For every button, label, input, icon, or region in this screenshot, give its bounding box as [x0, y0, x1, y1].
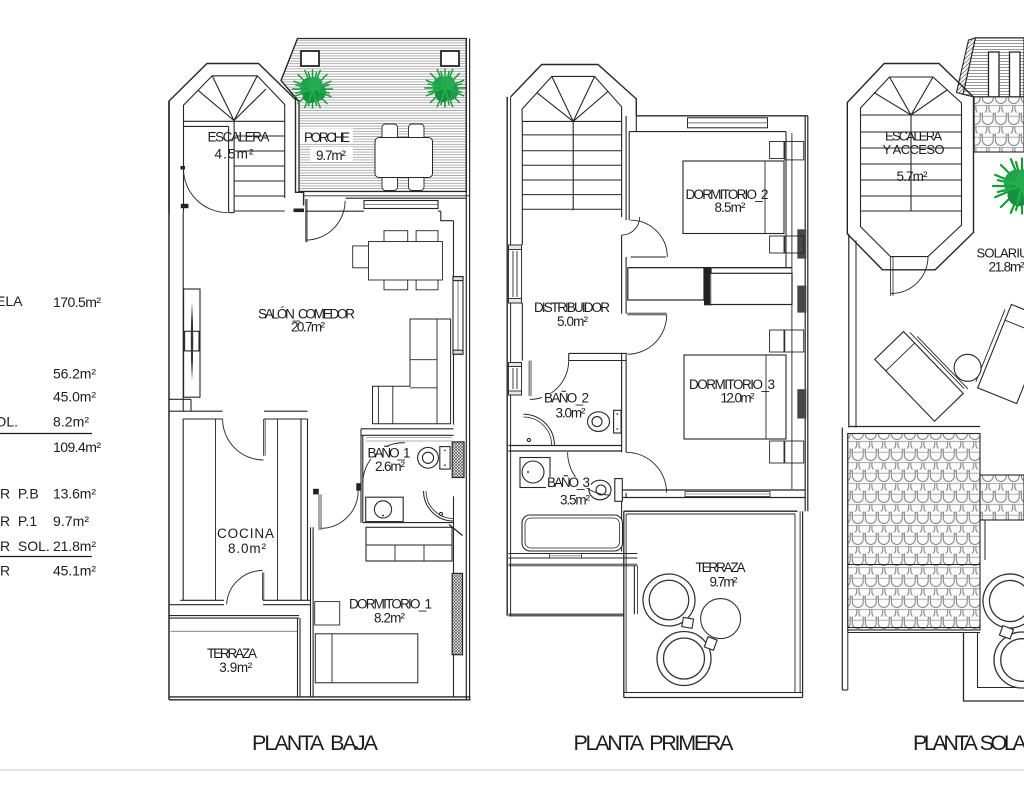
svg-text:BAÑO_1: BAÑO_1 — [368, 446, 411, 461]
svg-text:Y ACCESO: Y ACCESO — [883, 142, 945, 157]
svg-text:3.5m²: 3.5m² — [560, 493, 591, 508]
svg-text:8.5m²: 8.5m² — [715, 200, 747, 215]
svg-text:PLANTA PRIMERA: PLANTA PRIMERA — [574, 731, 735, 755]
svg-text:R SOL.: R SOL. — [0, 538, 50, 554]
svg-text:R P.B: R P.B — [0, 486, 39, 502]
svg-text:13.6m²: 13.6m² — [53, 486, 96, 502]
svg-text:8.2m²: 8.2m² — [53, 414, 89, 430]
svg-text:5.7m²: 5.7m² — [897, 169, 929, 184]
svg-text:ESCALERA: ESCALERA — [208, 130, 270, 145]
svg-text:5.0m²: 5.0m² — [557, 314, 589, 329]
svg-text:2.6m²: 2.6m² — [375, 459, 406, 474]
svg-text:SOLARIUM: SOLARIUM — [977, 246, 1024, 261]
svg-text:3.9m²: 3.9m² — [219, 660, 252, 675]
svg-text:TERRAZA: TERRAZA — [207, 646, 257, 661]
svg-text:3.0m²: 3.0m² — [556, 405, 587, 420]
svg-text:9.7m²: 9.7m² — [53, 513, 89, 529]
svg-text:4.5m²: 4.5m² — [215, 147, 255, 162]
svg-text:PLANTA SOLARIUM: PLANTA SOLARIUM — [913, 731, 1024, 755]
svg-text:ESCALERA: ESCALERA — [885, 129, 942, 144]
svg-text:COCINA: COCINA — [217, 526, 274, 541]
svg-text:21.8m²: 21.8m² — [989, 260, 1024, 275]
svg-text:PLANTA BAJA: PLANTA BAJA — [252, 731, 379, 755]
svg-text:20.7m²: 20.7m² — [291, 320, 326, 335]
svg-text:109.4m²: 109.4m² — [53, 439, 101, 455]
svg-text:12.0m²: 12.0m² — [721, 391, 756, 406]
svg-text:45.0m²: 45.0m² — [53, 389, 96, 405]
svg-text:45.1m²: 45.1m² — [53, 563, 96, 579]
svg-text:DORMITORIO_3: DORMITORIO_3 — [689, 377, 775, 392]
svg-text:21.8m²: 21.8m² — [53, 538, 96, 554]
svg-text:8.2m²: 8.2m² — [374, 611, 406, 626]
svg-text:DORMITORIO_1: DORMITORIO_1 — [349, 597, 432, 612]
svg-text:56.2m²: 56.2m² — [53, 366, 96, 382]
svg-text:SOL.: SOL. — [0, 414, 18, 430]
svg-text:DORMITORIO_2: DORMITORIO_2 — [686, 187, 769, 202]
svg-text:9.7m²: 9.7m² — [316, 148, 347, 163]
svg-text:TERRAZA: TERRAZA — [696, 560, 746, 575]
svg-text:8.0m²: 8.0m² — [228, 541, 267, 556]
svg-text:PARCELA: PARCELA — [0, 293, 23, 309]
svg-text:BAÑO_3: BAÑO_3 — [547, 475, 590, 490]
svg-text:170.5m²: 170.5m² — [53, 294, 101, 310]
svg-text:SALÓN_COMEDOR: SALÓN_COMEDOR — [258, 307, 355, 322]
svg-text:9.7m²: 9.7m² — [710, 575, 739, 590]
svg-text:BAÑO_2: BAÑO_2 — [544, 391, 589, 406]
svg-text:R P.1: R P.1 — [0, 513, 37, 529]
svg-text:R: R — [0, 563, 10, 579]
svg-text:DISTRIBUIDOR: DISTRIBUIDOR — [534, 300, 610, 315]
svg-text:PORCHE: PORCHE — [304, 130, 350, 145]
